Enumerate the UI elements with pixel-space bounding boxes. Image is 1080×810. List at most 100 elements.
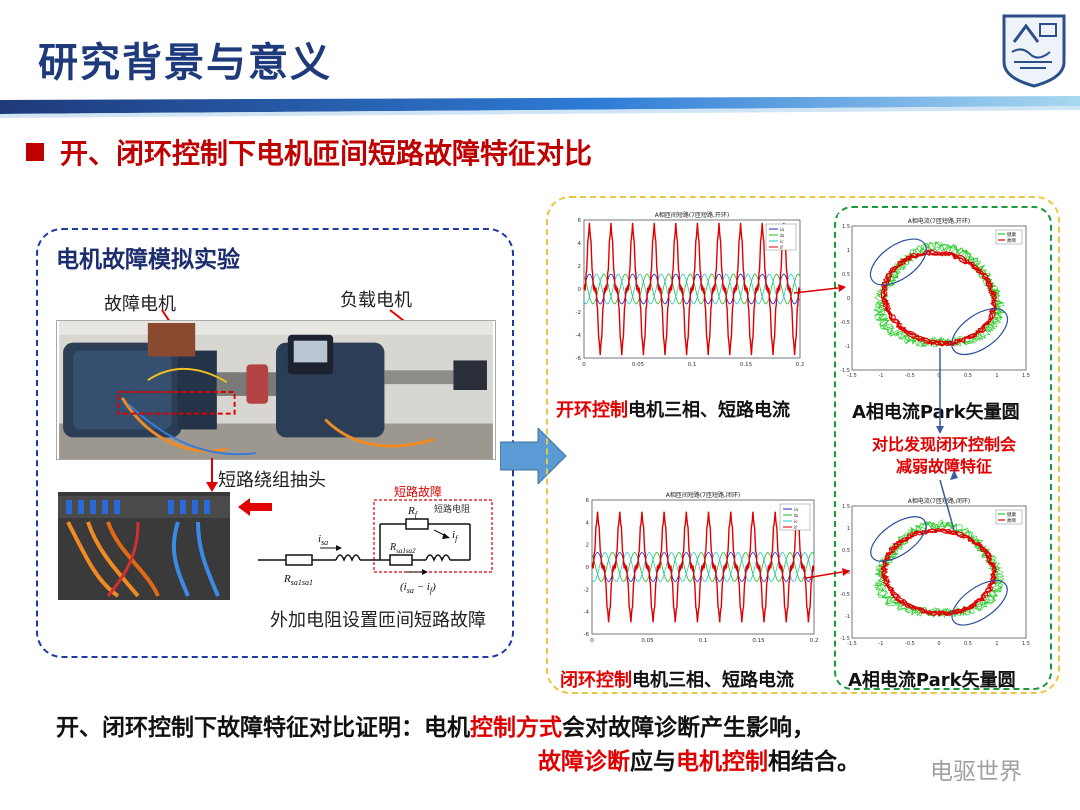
closed-loop-caption: 闭环控制电机三相、短路电流 — [560, 666, 794, 692]
plot-title: A相匝间短路(7匝短路,闭环) — [666, 491, 741, 499]
y-tick-label: -1.5 — [840, 636, 850, 642]
plot-legend — [765, 223, 797, 251]
phase-current-line — [591, 552, 815, 582]
plot-title: A相电流(7匝短路,开环) — [908, 217, 971, 225]
y-tick-label: 1 — [847, 248, 850, 254]
closed-arrow-icon — [806, 568, 850, 579]
comparison-panel — [546, 196, 1060, 694]
svg-text:Rf: Rf — [407, 505, 419, 519]
y-tick-label: -2 — [576, 310, 581, 316]
flow-arrow-icon — [500, 428, 567, 484]
x-tick-label: 0 — [937, 641, 940, 647]
r-mid-label: R — [389, 542, 396, 553]
legend-label: if — [780, 245, 783, 251]
healthy-park-trace — [880, 527, 998, 617]
x-tick-label: 0 — [590, 638, 594, 644]
legend-label: ib — [794, 513, 798, 519]
conclusion-line2-red1: 故障诊断 — [538, 749, 630, 775]
x-tick-label: 1.5 — [1022, 373, 1030, 379]
y-tick-label: 0 — [847, 570, 850, 576]
y-tick-label: 4 — [578, 241, 582, 247]
circuit-caption: 外加电阻设置匝间短路故障 — [270, 610, 486, 631]
y-tick-label: -2 — [584, 587, 589, 593]
note-arrow-head — [936, 426, 944, 434]
diff-current-sub: sa — [407, 586, 414, 595]
note-arrow-head — [950, 470, 958, 480]
x-tick-label: 0 — [582, 362, 586, 368]
short-resistor-label: 短路电阻 — [434, 503, 470, 514]
legend-label: ia — [780, 227, 784, 233]
rf-label: R — [407, 505, 415, 517]
watermark: 电驱世界 — [930, 759, 1022, 785]
phase-current-line — [583, 273, 801, 305]
y-tick-label: 0 — [578, 287, 582, 293]
x-tick-label: 0.5 — [964, 641, 972, 647]
plot-legend — [779, 503, 811, 531]
legend-label: 健康 — [1007, 231, 1016, 238]
y-tick-label: 0.5 — [842, 548, 850, 554]
x-tick-label: -1 — [879, 641, 884, 647]
conclusion-line2: 故障诊断应与电机控制相结合。 — [538, 742, 860, 776]
x-tick-label: 0.5 — [964, 373, 972, 379]
y-tick-label: 1.5 — [842, 504, 850, 510]
conclusion-line1-b: 会对故障诊断产生影响， — [562, 715, 815, 741]
x-tick-label: -1.5 — [847, 641, 857, 647]
r-mid-sub: sa1sa2 — [396, 547, 416, 555]
y-tick-label: 6 — [578, 218, 582, 224]
bullet-square-icon — [26, 143, 44, 161]
open-park-caption: A相电流Park矢量圆 — [852, 402, 1020, 423]
highlight-ellipse — [951, 579, 1008, 626]
y-tick-label: -4 — [584, 610, 590, 616]
y-tick-label: -1 — [845, 614, 850, 620]
plot-title: A相匝间短路(7匝短路,开环) — [655, 211, 730, 219]
short-circuit-current-line — [591, 511, 815, 623]
highlight-ellipse — [869, 238, 927, 286]
legend-label: 健康 — [1007, 511, 1016, 518]
conclusion-line1-a: 开、闭环控制下故障特征对比证明：电机 — [56, 715, 470, 741]
highlight-ellipse — [951, 308, 1009, 356]
legend-label: ic — [780, 239, 784, 245]
left-pointer-arrow — [238, 498, 272, 516]
open-loop-caption-rest: 电机三相、短路电流 — [628, 400, 790, 421]
x-tick-label: 0.05 — [632, 362, 645, 368]
x-tick-label: 0.2 — [810, 638, 819, 644]
highlight-ellipse — [870, 516, 927, 562]
x-tick-label: -1.5 — [847, 373, 857, 379]
short-circuit-current-line — [583, 222, 801, 356]
closed-loop-caption-rest: 电机三相、短路电流 — [632, 670, 794, 691]
comparison-note: 对比发现闭环控制会减弱故障特征 — [846, 434, 1042, 478]
y-tick-label: 1.5 — [842, 224, 850, 230]
fault-motor-label: 故障电机 — [104, 294, 176, 315]
svg-text:Rsa1sa1: Rsa1sa1 — [283, 573, 313, 587]
tap-label-arrow — [206, 458, 218, 492]
closed-park-caption: A相电流Park矢量圆 — [848, 670, 1016, 691]
r-left-sub: sa1sa1 — [291, 578, 313, 587]
y-tick-label: -1 — [845, 344, 850, 350]
isa-sub: sa — [321, 538, 328, 547]
x-tick-label: 1.5 — [1022, 641, 1030, 647]
open-loop-caption: 开环控制电机三相、短路电流 — [556, 396, 790, 422]
y-tick-label: -6 — [576, 356, 582, 362]
rf-sub: f — [415, 510, 419, 519]
circuit-fault-label: 短路故障 — [394, 484, 442, 499]
page-title: 研究背景与意义 — [38, 40, 332, 86]
phase-current-line — [583, 273, 801, 305]
if-sub: f — [455, 534, 459, 543]
x-tick-label: 0.1 — [688, 362, 697, 368]
winding-tap-photo — [58, 492, 230, 600]
section-heading-text: 开、闭环控制下电机匝间短路故障特征对比 — [60, 137, 593, 170]
svg-text:isa: isa — [318, 533, 328, 547]
x-tick-label: 1 — [995, 373, 998, 379]
svg-text:Rsa1sa2: Rsa1sa2 — [389, 542, 416, 555]
y-tick-label: 2 — [578, 264, 582, 270]
x-tick-label: -0.5 — [905, 641, 915, 647]
y-tick-label: -4 — [576, 333, 582, 339]
y-tick-label: 1 — [847, 526, 850, 532]
y-tick-label: -0.5 — [840, 320, 850, 326]
x-tick-label: 1 — [995, 641, 998, 647]
short-circuit-diagram: 短路故障 Rf 短路电阻 isa if Rsa1sa1 Rsa1sa2 (isa… — [258, 484, 493, 595]
tap-label: 短路绕组抽头 — [218, 470, 326, 491]
